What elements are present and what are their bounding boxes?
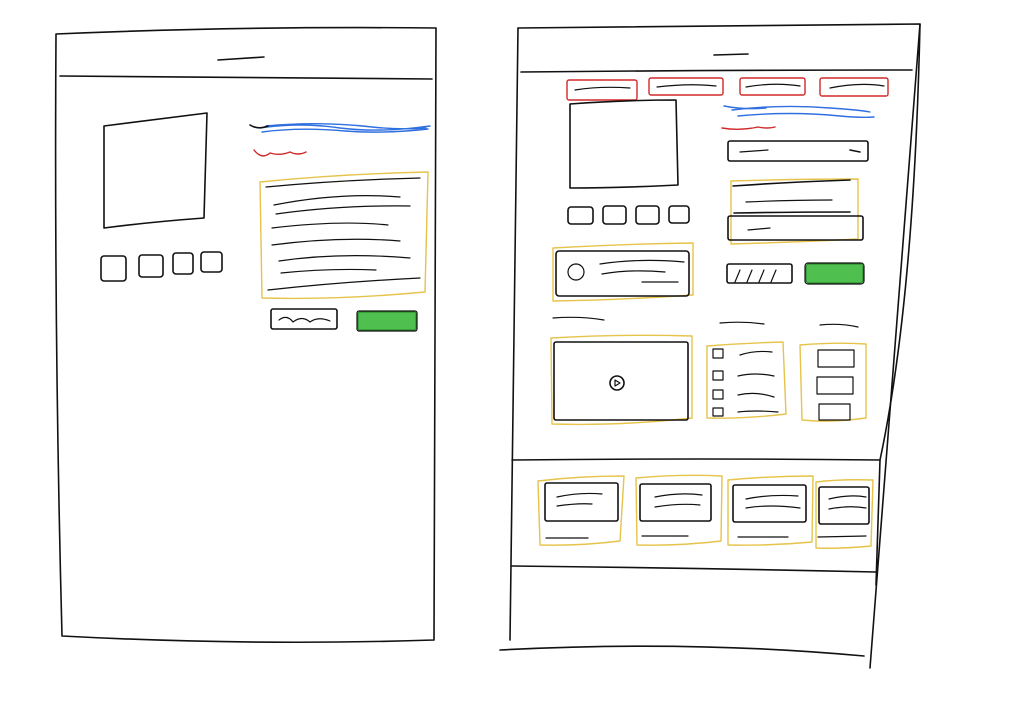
left-secondary-button-label (278, 316, 331, 323)
left-thumbnail[interactable] (172, 252, 194, 275)
left-thumbnail[interactable] (200, 251, 223, 273)
right-header-divider (520, 69, 913, 73)
right-page-frame (517, 23, 921, 669)
right-main-image-placeholder (569, 99, 679, 189)
left-main-image-placeholder (103, 112, 208, 229)
right-thumbnail[interactable] (668, 205, 690, 224)
right-header-title-line (713, 53, 749, 56)
seller-avatar (567, 263, 585, 281)
size-option[interactable] (816, 376, 854, 395)
left-primary-button[interactable] (356, 310, 418, 332)
right-tab-1[interactable] (566, 79, 638, 101)
right-product-title (723, 105, 875, 119)
right-thumbnail[interactable] (635, 205, 660, 225)
right-add-to-cart-button[interactable] (804, 262, 865, 285)
left-header-divider (59, 75, 433, 80)
right-tab-2[interactable] (648, 77, 724, 96)
left-product-title (259, 123, 431, 133)
left-thumbnail[interactable] (138, 254, 164, 278)
left-page (54, 26, 437, 644)
left-description-text (265, 177, 421, 291)
right-size-options (799, 342, 867, 422)
right-section-heading-1 (552, 316, 605, 321)
right-section-heading-3 (819, 323, 859, 328)
right-page (499, 23, 921, 669)
chevron-down-icon (849, 149, 861, 153)
right-page-bottom (499, 645, 865, 657)
checkbox-icon[interactable] (712, 407, 724, 417)
right-video-player[interactable] (550, 334, 693, 426)
left-price (253, 149, 307, 157)
right-thumbnail[interactable] (602, 205, 627, 225)
related-product-card[interactable] (727, 475, 814, 546)
left-thumbnail[interactable] (100, 255, 127, 282)
right-footer-divider (511, 565, 877, 573)
right-seller-card[interactable] (552, 242, 694, 302)
right-feature-checklist (706, 341, 787, 419)
right-section-heading-2 (719, 321, 765, 325)
checkbox-icon[interactable] (712, 370, 724, 381)
related-product-card[interactable] (815, 479, 874, 549)
checkbox-icon[interactable] (712, 348, 724, 359)
right-variant-select[interactable] (727, 140, 869, 162)
left-description-box (259, 171, 429, 300)
left-page-frame (54, 26, 437, 644)
checkbox-icon[interactable] (712, 389, 724, 400)
right-thumbnail[interactable] (567, 206, 594, 225)
right-related-divider-top (511, 458, 881, 461)
right-tab-bar (566, 77, 889, 101)
right-related-products (537, 474, 874, 549)
right-thumbnail-row (567, 205, 690, 225)
left-product-subtitle (249, 124, 269, 129)
left-secondary-button[interactable] (270, 308, 338, 330)
right-tab-4[interactable] (819, 77, 889, 97)
play-icon[interactable] (609, 375, 625, 391)
related-product-card[interactable] (537, 475, 625, 546)
size-option[interactable] (817, 349, 855, 368)
left-header-title-line (217, 56, 265, 61)
size-option[interactable] (818, 403, 851, 421)
right-quantity-box[interactable] (726, 263, 793, 284)
right-option-group[interactable] (727, 178, 864, 245)
right-price (721, 126, 776, 130)
related-product-card[interactable] (635, 474, 723, 546)
left-thumbnail-row (100, 251, 223, 282)
right-tab-3[interactable] (739, 77, 806, 96)
